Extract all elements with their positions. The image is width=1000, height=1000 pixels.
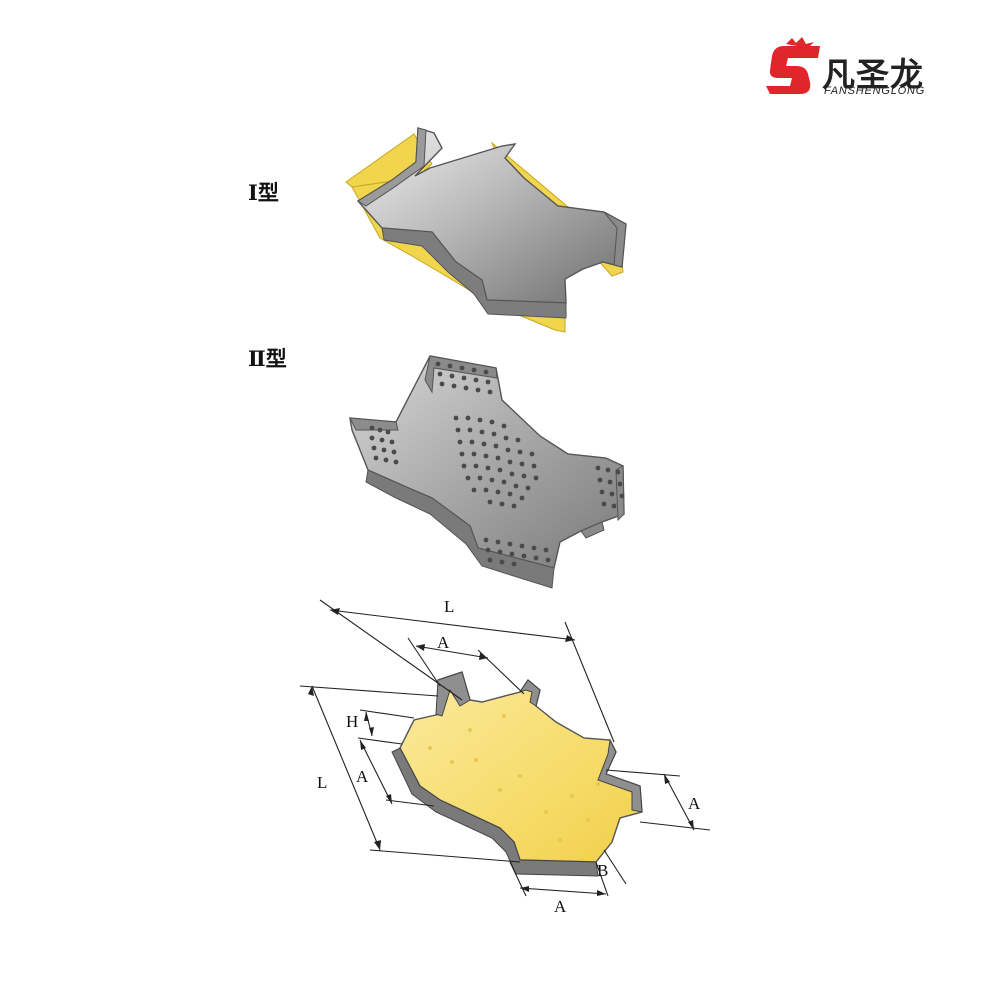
dimensioned-tray [391, 671, 643, 877]
type-1-cover [345, 127, 627, 333]
dimension-arrows [308, 608, 694, 896]
dim-label-length-top: L [444, 597, 454, 616]
dim-label-height: H [346, 712, 358, 731]
type-2-cover [349, 355, 625, 589]
dim-label-width-right: A [688, 794, 701, 813]
dragon-s-icon [766, 37, 820, 94]
type-1-label: Ⅰ型 [248, 180, 279, 205]
type-2-label: Ⅱ型 [248, 346, 287, 371]
logo-english-name: FANSHENGLONG [824, 85, 926, 97]
logo-chinese-name: 凡圣龙 [822, 55, 924, 94]
dim-label-side: B [597, 861, 608, 880]
brand-logo: 凡圣龙 FANSHENGLONG [762, 34, 962, 104]
perforations [369, 361, 625, 567]
dim-label-width-top: A [437, 633, 450, 652]
dimension-lines [299, 599, 711, 897]
dim-label-length-left: L [317, 773, 327, 792]
dim-label-width-bottom: A [554, 897, 567, 916]
dim-label-width-left: A [356, 767, 369, 786]
